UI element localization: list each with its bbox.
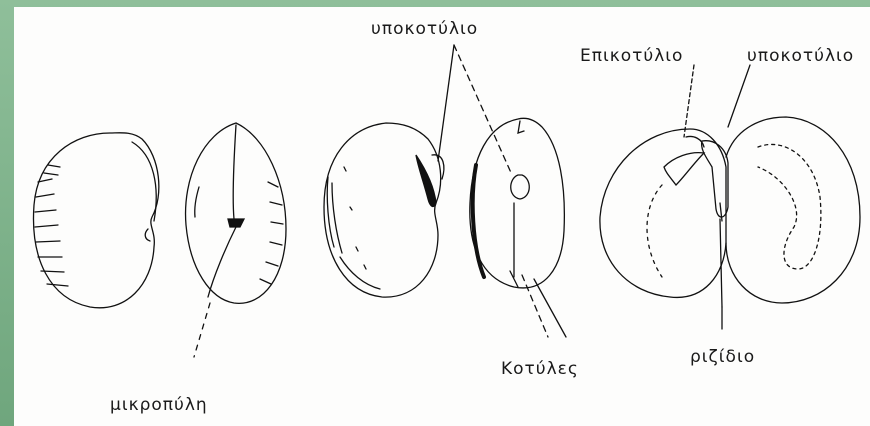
- seed-outer-view: [33, 133, 158, 308]
- label-micropyle: μικροπύλη: [110, 395, 208, 415]
- label-hypocotyl-right: υποκοτύλιο: [747, 46, 854, 66]
- label-hypocotyl-top: υποκοτύλιο: [371, 19, 478, 39]
- diagram-canvas: υποκοτύλιο Επικοτύλιο υποκοτύλιο μικροπύ…: [14, 7, 870, 426]
- seed-inner-view: [470, 118, 565, 288]
- label-epicotyl: Επικοτύλιο: [580, 46, 683, 66]
- seed-micropyle-view: [186, 123, 286, 357]
- pointer-lines: [438, 45, 750, 337]
- label-cotyledons: Κοτύλες: [501, 359, 579, 379]
- seed-embryo-view: [600, 117, 860, 329]
- label-radicle: ριζίδιο: [690, 347, 755, 367]
- seed-coat-view: [324, 123, 444, 297]
